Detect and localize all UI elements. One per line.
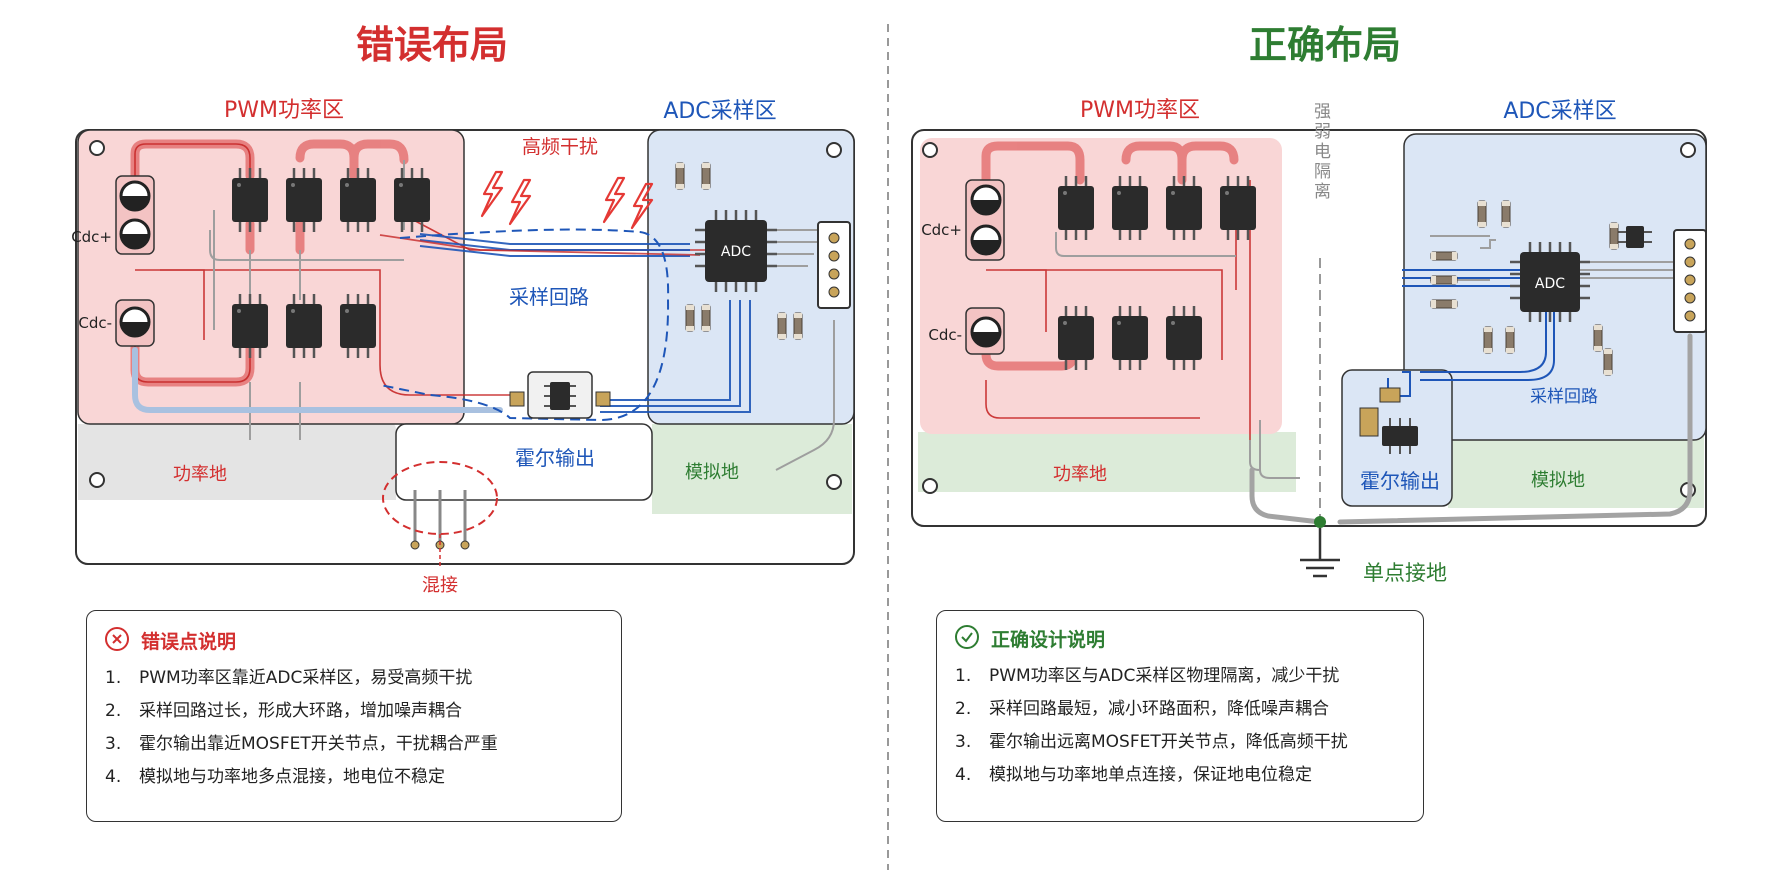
right-note-item: 2. 采样回路最短，减小环路面积，降低噪声耦合 <box>955 694 1329 719</box>
wrong-adc-chip-label: ADC <box>721 244 751 260</box>
right-cdc-minus-label: Cdc- <box>928 326 962 344</box>
right-title: 正确布局 <box>1249 23 1401 67</box>
wrong-note-num: 2. <box>105 701 122 721</box>
wrong-adc-chip <box>695 210 777 292</box>
right-layout-board <box>911 129 1707 578</box>
wrong-layout-board <box>75 129 855 568</box>
right-hall-label: 霍尔输出 <box>1360 469 1440 493</box>
right-hall-sensor <box>1359 387 1418 454</box>
right-notes-title: 正确设计说明 <box>991 629 1106 651</box>
right-note-num: 1. <box>955 666 972 686</box>
right-note-text: 采样回路最短，减小环路面积，降低噪声耦合 <box>989 699 1329 719</box>
right-note-num: 3. <box>955 732 972 752</box>
wrong-mixed-ground <box>382 461 498 568</box>
right-single-point-label: 单点接地 <box>1363 561 1447 585</box>
right-note-text: 模拟地与功率地单点连接，保证地电位稳定 <box>989 765 1312 785</box>
wrong-notes-box: 错误点说明 1. PWM功率区靠近ADC采样区，易受高频干扰 2. 采样回路过长，形… <box>86 610 622 822</box>
wrong-note-text: 霍尔输出靠近MOSFET开关节点，干扰耦合严重 <box>139 734 498 754</box>
right-cdc-plus-label: Cdc+ <box>921 221 962 239</box>
right-note-text: 霍尔输出远离MOSFET开关节点，降低高频干扰 <box>989 732 1348 752</box>
right-note-text: PWM功率区与ADC采样区物理隔离，减少干扰 <box>989 666 1340 686</box>
right-note-num: 4. <box>955 765 972 785</box>
wrong-note-num: 3. <box>105 734 122 754</box>
wrong-loop-label: 采样回路 <box>509 285 589 309</box>
wrong-power-gnd-label: 功率地 <box>173 464 227 485</box>
wrong-note-text: PWM功率区靠近ADC采样区，易受高频干扰 <box>139 668 473 688</box>
right-analog-gnd-label: 模拟地 <box>1531 470 1585 491</box>
check-icon <box>955 625 979 649</box>
wrong-note-text: 模拟地与功率地多点混接，地电位不稳定 <box>139 767 445 787</box>
wrong-pwm-label: PWM功率区 <box>224 98 344 123</box>
wrong-adc-label: ADC采样区 <box>663 99 776 124</box>
wrong-analog-gnd-label: 模拟地 <box>685 462 739 483</box>
right-note-item: 4. 模拟地与功率地单点连接，保证地电位稳定 <box>955 760 1312 785</box>
right-adc-chip <box>1510 242 1590 322</box>
wrong-note-num: 1. <box>105 668 122 688</box>
wrong-note-item: 2. 采样回路过长，形成大环路，增加噪声耦合 <box>105 696 462 721</box>
wrong-note-text: 采样回路过长，形成大环路，增加噪声耦合 <box>139 701 462 721</box>
right-note-item: 1. PWM功率区与ADC采样区物理隔离，减少干扰 <box>955 661 1339 686</box>
wrong-notes-title: 错误点说明 <box>141 631 237 653</box>
right-power-gnd-label: 功率地 <box>1053 464 1107 485</box>
right-isolation-label: 强弱电隔离 <box>1310 102 1331 202</box>
wrong-sample-loop-outline <box>379 228 670 422</box>
wrong-title: 错误布局 <box>356 23 508 67</box>
wrong-hall-sensor <box>509 371 611 419</box>
right-adc-label: ADC采样区 <box>1503 99 1616 124</box>
wrong-note-item: 3. 霍尔输出靠近MOSFET开关节点，干扰耦合严重 <box>105 729 498 754</box>
single-point-ground <box>1300 516 1340 578</box>
wrong-hall-label: 霍尔输出 <box>515 446 595 470</box>
wrong-note-item: 1. PWM功率区靠近ADC采样区，易受高频干扰 <box>105 663 472 688</box>
wrong-hf-label: 高频干扰 <box>522 136 598 158</box>
right-pwm-label: PWM功率区 <box>1080 98 1200 123</box>
right-notes-box: 正确设计说明 1. PWM功率区与ADC采样区物理隔离，减少干扰 2. 采样回路最短… <box>936 610 1424 822</box>
wrong-note-item: 4. 模拟地与功率地多点混接，地电位不稳定 <box>105 762 445 787</box>
error-x-icon <box>105 627 129 651</box>
right-adc-chip-label: ADC <box>1535 276 1565 292</box>
right-note-num: 2. <box>955 699 972 719</box>
right-note-item: 3. 霍尔输出远离MOSFET开关节点，降低高频干扰 <box>955 727 1348 752</box>
right-loop-label: 采样回路 <box>1530 387 1598 407</box>
wrong-connector <box>817 221 851 309</box>
wrong-note-num: 4. <box>105 767 122 787</box>
wrong-cdc-plus-label: Cdc+ <box>71 228 112 246</box>
wrong-cdc-minus-label: Cdc- <box>78 314 112 332</box>
right-connector <box>1673 229 1707 333</box>
wrong-mixed-label: 混接 <box>422 575 458 596</box>
